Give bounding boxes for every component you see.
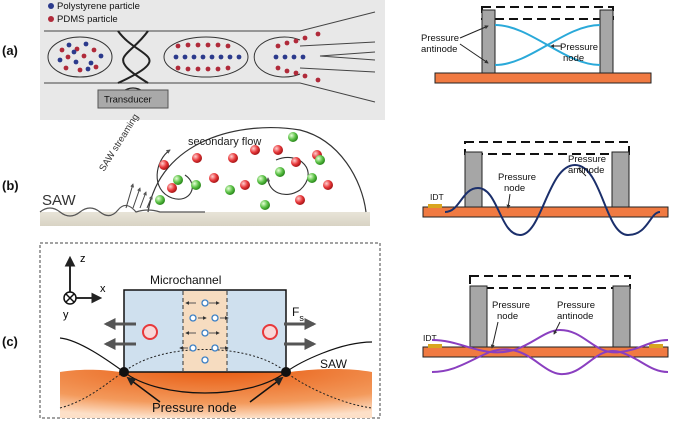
c-idt-left: [428, 344, 442, 348]
c-pressure-node-label: Pressure node: [152, 400, 237, 415]
legend-polystyrene-dot: [48, 3, 54, 9]
panel-b-left: SAW SAW streaming secondary flow: [39, 112, 370, 226]
red-particles: [159, 145, 333, 205]
channel-dashed-top: [481, 6, 614, 20]
antinode-pointer-1: [459, 25, 489, 39]
c-idt-label: IDT: [423, 333, 437, 343]
axis-y-cross: [65, 293, 75, 303]
c-right-antinode-pointer: [553, 321, 561, 335]
c-substrate-bar: [422, 346, 669, 358]
c-right-antinode-line2: antinode: [557, 311, 593, 322]
panel-a-right: Pressure antinode Pressure node: [421, 6, 652, 84]
c-saw-dotted: [59, 349, 373, 409]
axis-y-label: y: [63, 309, 69, 321]
c-wave-1: [431, 328, 669, 354]
green-particles: [155, 132, 325, 210]
b-antinode-label-line2: antinode: [568, 165, 604, 176]
b-substrate-bar: [422, 206, 669, 218]
substrate: [434, 72, 652, 84]
antinode-label-line2: antinode: [421, 44, 457, 55]
b-substrate: [40, 212, 370, 226]
c-right-node-line2: node: [497, 311, 518, 322]
secondary-flow-label: secondary flow: [188, 136, 261, 148]
droplet-sorted: [163, 36, 249, 78]
legend-pdms-dot: [48, 16, 54, 22]
c-node-pointer-left: [126, 376, 161, 403]
c-force-label: Fs: [292, 305, 304, 323]
panel-label-c: (c): [2, 334, 18, 349]
pressure-node-dot-right: [281, 367, 291, 377]
transducer-box: [97, 89, 169, 109]
c-saw-label: SAW: [320, 357, 348, 371]
c-right-antinode-line1: Pressure: [557, 300, 595, 311]
c-particle-right: [262, 324, 278, 340]
node-label-line1: Pressure: [560, 42, 598, 53]
transducer-label: Transducer: [104, 95, 152, 106]
outlet-particles: [273, 31, 321, 83]
saw-label: SAW: [42, 192, 76, 209]
axis-x-label: x: [100, 283, 106, 295]
c-saw-solid: [59, 337, 373, 394]
b-wall-right: [611, 151, 630, 209]
b-antinode-pointer: [577, 167, 587, 177]
droplet-outlet: [253, 36, 301, 78]
c-center-arrows: [179, 301, 229, 350]
b-node-pointer: [506, 193, 511, 209]
c-center-particles: [189, 299, 219, 364]
c-channel-dashed: [469, 275, 631, 289]
c-idt-right: [649, 344, 663, 348]
panel-c-left: Microchannel z x y SAW Pressure node Fs: [39, 242, 381, 419]
b-idt: [428, 204, 442, 208]
b-node-label-line2: node: [504, 183, 525, 194]
b-wall-left: [464, 151, 483, 209]
b-node-label-line1: Pressure: [498, 172, 536, 183]
saw-streaming-label: SAW streaming: [97, 112, 141, 173]
c-particle-left: [142, 324, 158, 340]
c-node-pointer-right: [249, 376, 284, 403]
streaming-arrows: [125, 183, 153, 209]
saw-wave: [39, 204, 205, 217]
sorted-particles: [173, 42, 242, 72]
b-traveling-wave: [444, 163, 661, 237]
mixed-particles: [57, 41, 104, 73]
panel-c-right: IDT Pressure node Pressure antinode: [422, 275, 669, 376]
antinode-pointer-2: [459, 43, 489, 64]
c-force-arrows-left: [103, 318, 136, 350]
c-orange-substrate: [60, 369, 372, 418]
panel-b-right: IDT Pressure node Pressure antinode: [422, 141, 669, 237]
c-microchannel-label: Microchannel: [150, 273, 221, 287]
node-label-line2: node: [563, 53, 584, 64]
panel-label-a: (a): [2, 43, 18, 58]
c-right-node-pointer: [490, 321, 499, 349]
droplet-mixed: [47, 36, 113, 78]
outlet-branches: [270, 11, 376, 103]
standing-wave-node: [117, 30, 151, 84]
b-antinode-label-line1: Pressure: [568, 154, 606, 165]
b-channel-dashed: [464, 141, 630, 155]
legend-pdms-label: PDMS particle: [57, 14, 118, 25]
c-force-arrows-right: [284, 318, 317, 350]
c-right-node-line1: Pressure: [492, 300, 530, 311]
panel-label-b: (b): [2, 178, 19, 193]
droplet-dome: [147, 127, 367, 213]
pressure-node-dot-left: [119, 367, 129, 377]
wall-left: [481, 9, 496, 74]
legend-polystyrene-label: Polystyrene particle: [57, 1, 140, 12]
axis-z-label: z: [80, 253, 86, 265]
c-wall-right: [612, 285, 631, 349]
wall-right: [599, 9, 614, 74]
c-wall-left: [469, 285, 488, 349]
panel-a-left: Polystyrene particle PDMS particle Trans…: [40, 0, 385, 120]
half-wave-lower: [494, 24, 601, 66]
b-idt-label: IDT: [430, 192, 444, 202]
c-wave-2: [431, 348, 669, 376]
antinode-label-line1: Pressure: [421, 33, 459, 44]
